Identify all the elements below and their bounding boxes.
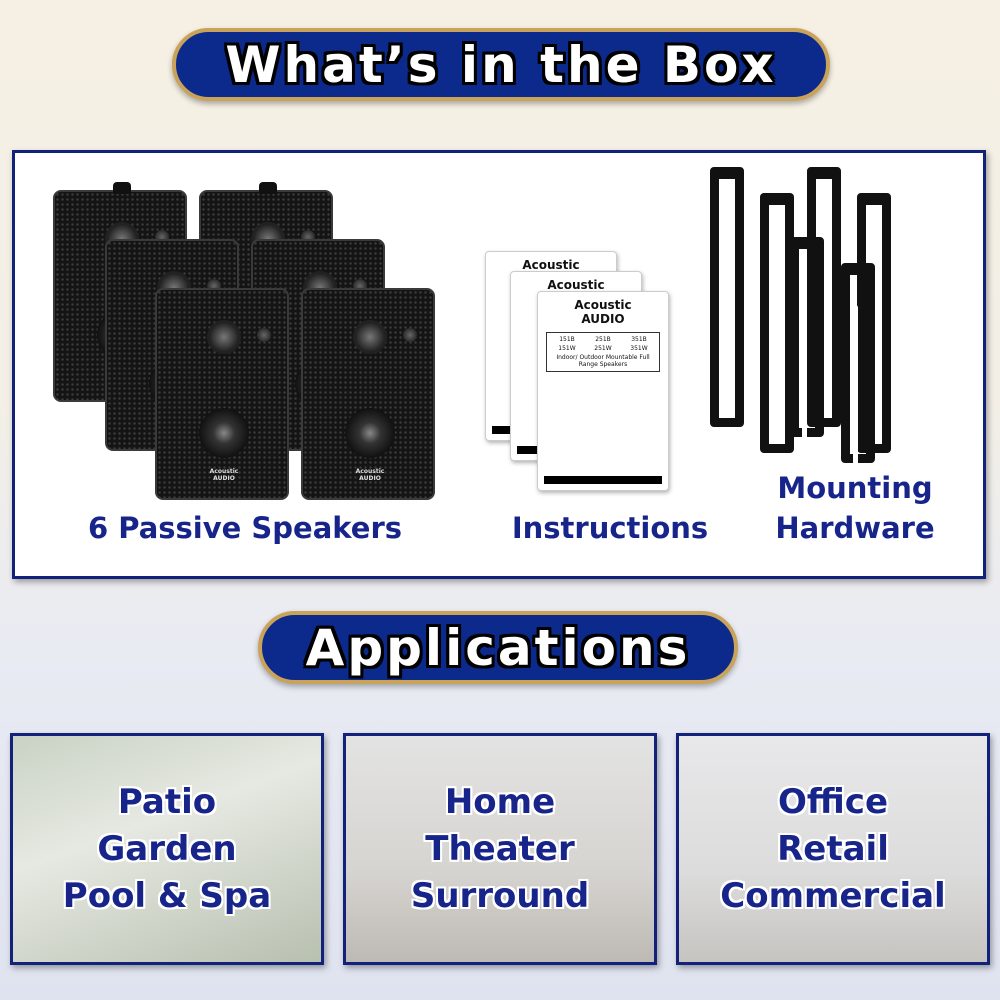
mounting-hardware-label: Mounting Hardware — [750, 468, 960, 548]
banner-title: What’s in the Box — [225, 35, 777, 94]
mounting-label-line1: Mounting — [777, 471, 933, 505]
model: 351W — [630, 345, 648, 352]
mounting-bracket — [760, 193, 794, 453]
applications-banner: Applications — [258, 611, 738, 684]
app-line: Pool & Spa — [62, 875, 272, 916]
manual-subtitle: Indoor/ Outdoor Mountable Full Range Spe… — [556, 354, 650, 368]
box-contents-panel: Acoustic AUDIO Acoustic AUDIO 6 Passive … — [12, 150, 986, 579]
app-line: Home — [444, 781, 556, 822]
model: 251B — [595, 336, 611, 343]
speaker-logo: Acoustic AUDIO — [355, 468, 385, 482]
app-line: Patio — [117, 781, 217, 822]
manual-brand-2: AUDIO — [581, 312, 625, 326]
speaker-logo: Acoustic AUDIO — [209, 468, 239, 482]
whats-in-the-box-banner: What’s in the Box — [172, 28, 830, 101]
applications-title: Applications — [305, 618, 691, 677]
model: 151B — [559, 336, 575, 343]
speakers-label: 6 Passive Speakers — [87, 511, 403, 545]
speaker: Acoustic AUDIO — [155, 288, 289, 500]
app-line: Surround — [410, 875, 590, 916]
model-table: 151B 251B 351B 151W 251W 351W Indoor/ Outdoo… — [546, 332, 660, 372]
model: 351B — [631, 336, 647, 343]
app-line: Garden — [97, 828, 237, 869]
mounting-bracket — [710, 167, 744, 427]
instructions-label: Instructions — [511, 511, 709, 545]
manual-brand: Acoustic — [522, 258, 580, 272]
manual-page: Acoustic AUDIO 151B 251B 351B 151W 251W 351W… — [537, 291, 669, 491]
manual-brand: Acoustic — [574, 298, 632, 312]
app-line: Theater — [425, 828, 575, 869]
speaker: Acoustic AUDIO — [301, 288, 435, 500]
app-line: Retail — [777, 828, 889, 869]
mounting-label-line2: Hardware — [775, 511, 935, 545]
model: 251W — [594, 345, 612, 352]
app-line: Office — [777, 781, 889, 822]
manual-brand: Acoustic — [547, 278, 605, 292]
app-line: Commercial — [720, 875, 946, 916]
mounting-bracket — [790, 237, 824, 449]
model: 151W — [558, 345, 576, 352]
mounting-bracket — [841, 263, 875, 475]
